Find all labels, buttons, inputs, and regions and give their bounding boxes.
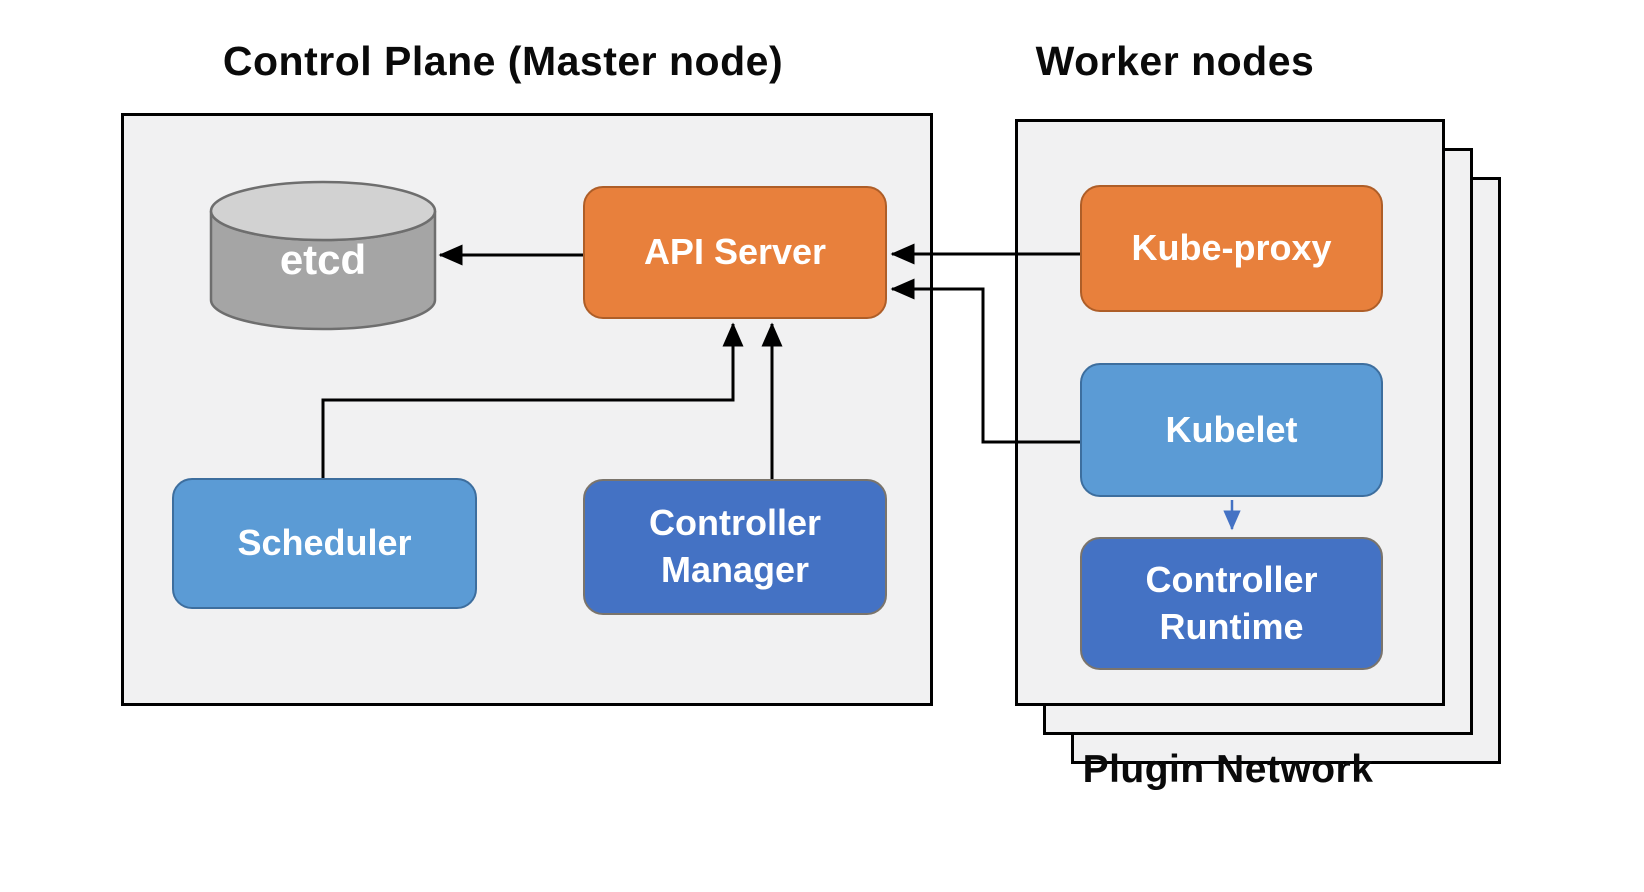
- etcd-cylinder-top: [209, 180, 437, 242]
- scheduler-label: Scheduler: [237, 522, 412, 564]
- etcd-cylinder-shape: [209, 180, 437, 331]
- kube-proxy-label: Kube-proxy: [1131, 227, 1332, 269]
- worker-nodes-title: Worker nodes: [1035, 38, 1315, 84]
- controller-manager-node: Controller Manager: [583, 479, 887, 615]
- api-server-node: API Server: [583, 186, 887, 319]
- controller-runtime-node: Controller Runtime: [1080, 537, 1383, 670]
- plugin-network-label: Plugin Network: [1082, 748, 1374, 791]
- controller-runtime-label: Controller Runtime: [1145, 558, 1318, 647]
- api-server-label: API Server: [643, 231, 827, 273]
- control-plane-title: Control Plane (Master node): [222, 38, 784, 84]
- scheduler-node: Scheduler: [172, 478, 477, 609]
- kube-proxy-node: Kube-proxy: [1080, 185, 1383, 312]
- etcd-node-label: etcd: [279, 236, 367, 283]
- controller-manager-label: Controller Manager: [648, 502, 821, 590]
- kubelet-node: Kubelet: [1080, 363, 1383, 497]
- kubelet-label: Kubelet: [1165, 408, 1298, 450]
